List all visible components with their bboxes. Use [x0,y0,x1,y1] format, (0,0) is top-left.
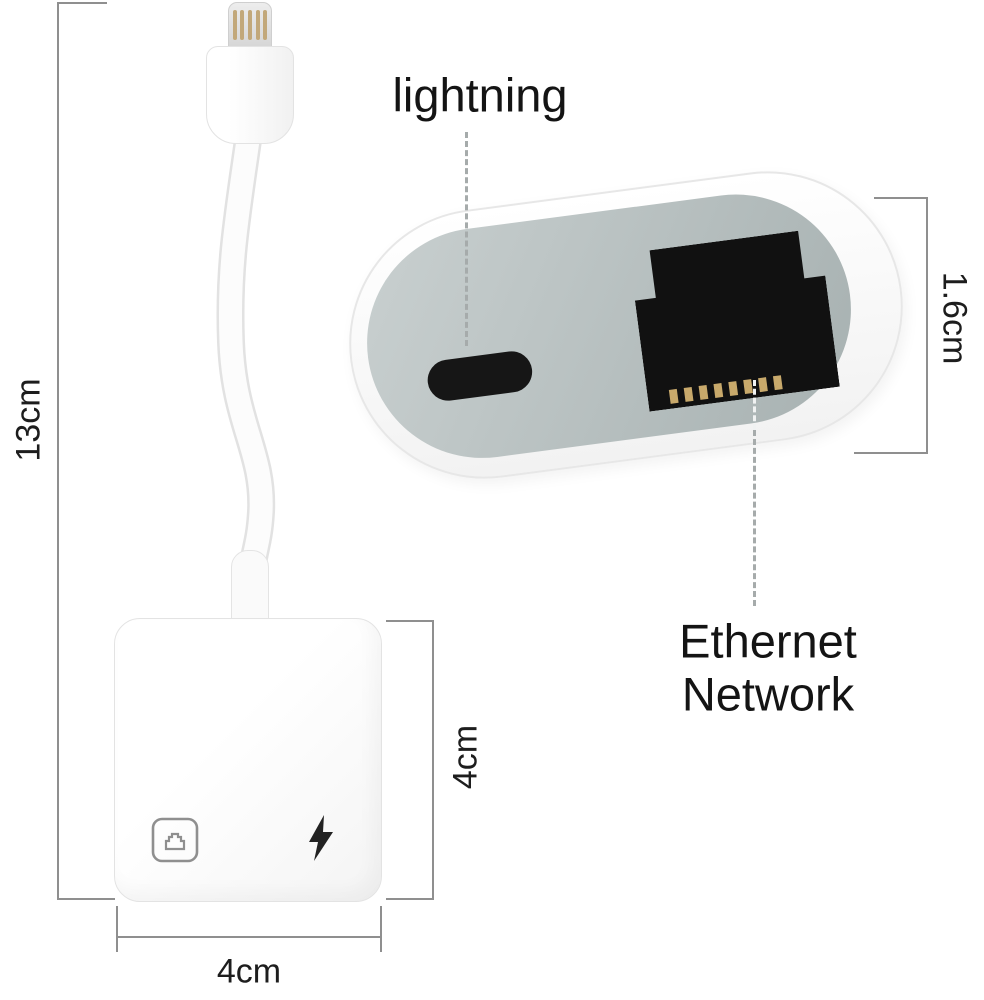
dimension-tick [386,898,434,900]
dimension-line-box-height [432,620,434,900]
ethernet-callout-line-lower [753,430,756,606]
ethernet-pin [684,387,694,402]
ethernet-port-icon [151,817,199,863]
connector-pin [263,10,268,40]
dimension-tick [116,906,118,952]
connector-pin [255,10,260,40]
adapter-body [114,618,382,902]
connector-pin [232,10,237,40]
connector-pin [247,10,252,40]
ethernet-pin [758,377,768,392]
ethernet-callout-label: Ethernet Network [679,615,857,720]
lightning-connector-tip [228,2,272,50]
lightning-callout-label: lightning [392,68,568,122]
dimension-tick [380,906,382,952]
cable-strain-relief [231,550,269,624]
lightning-bolt-icon [309,815,333,861]
dimension-label-end-thickness: 1.6cm [935,271,974,365]
ethernet-pin [699,385,709,400]
ethernet-pin [669,389,679,404]
ethernet-pin [773,375,783,390]
lightning-callout-line [465,132,468,346]
dimension-tick [874,197,928,199]
dimension-tick [57,2,107,4]
ethernet-pin [743,379,753,394]
dimension-line-13cm [57,2,59,900]
ethernet-callout-label-line1: Ethernet [679,614,857,668]
dimension-label-box-width: 4cm [216,952,282,991]
ethernet-pin [728,381,738,396]
ethernet-pin [713,383,723,398]
dimension-tick [57,898,115,900]
connector-pin [240,10,245,40]
ethernet-callout-label-line2: Network [681,667,855,720]
dimension-line-end-thickness [926,197,928,454]
lightning-connector-body [206,46,294,144]
dimension-tick [386,620,434,622]
dimension-line-box-width [116,936,382,938]
ethernet-callout-line-upper [753,380,756,430]
dimension-label-box-height: 4cm [446,724,485,790]
dimension-tick [854,452,928,454]
